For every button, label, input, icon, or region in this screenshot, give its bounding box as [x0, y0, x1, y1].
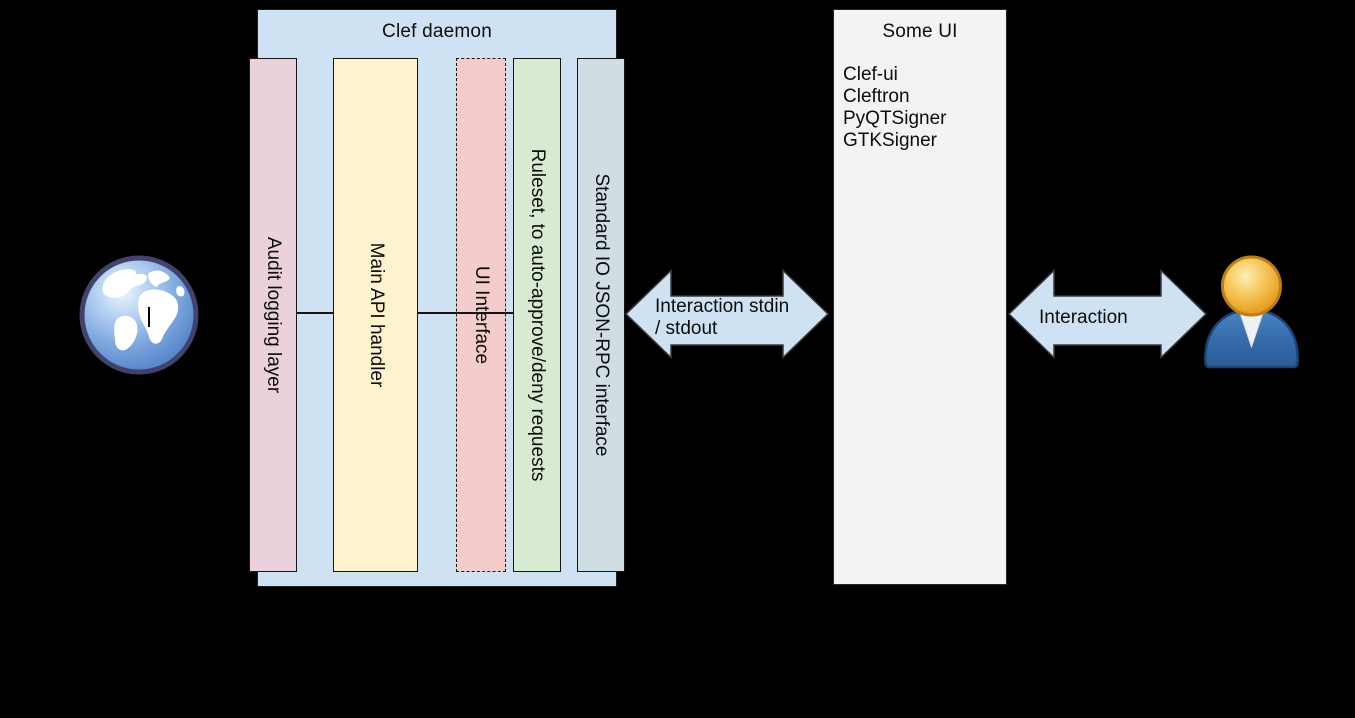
user-arrow-label: Interaction [1039, 307, 1128, 328]
user-icon [1204, 255, 1299, 369]
some-ui-item: GTKSigner [843, 130, 937, 151]
some-ui-box: Some UI Clef-ui Cleftron PyQTSigner GTKS… [833, 9, 1007, 585]
cursor-caret-mark [148, 307, 150, 327]
layer-ruleset: Ruleset, to auto-approve/deny requests [513, 58, 561, 572]
connector-line [417, 312, 513, 314]
some-ui-item: Cleftron [843, 86, 910, 107]
layer-stdio-jsonrpc: Standard IO JSON-RPC interface [577, 58, 625, 572]
user-interaction-arrow [1008, 269, 1207, 359]
layer-label: Ruleset, to auto-approve/deny requests [527, 148, 548, 482]
stdio-arrow-label-line1: Interaction stdin [655, 296, 790, 317]
layer-audit-logging: Audit logging layer [249, 58, 297, 572]
stdio-interaction-arrow [625, 269, 829, 359]
some-ui-title: Some UI [882, 21, 958, 42]
stdio-arrow-label-line2: / stdout [655, 317, 718, 339]
some-ui-list: Clef-ui Cleftron PyQTSigner GTKSigner [843, 64, 946, 152]
stdio-arrow-label: Interaction stdin / stdout [655, 296, 789, 339]
some-ui-item: PyQTSigner [843, 108, 947, 129]
layer-main-api-handler: Main API handler [333, 58, 418, 572]
connector-line [297, 312, 333, 314]
globe-icon [79, 255, 199, 375]
clef-daemon-container: Clef daemon [257, 9, 617, 587]
layer-label: Standard IO JSON-RPC interface [591, 173, 612, 457]
some-ui-item: Clef-ui [843, 64, 898, 85]
layer-label: Audit logging layer [263, 236, 284, 394]
clef-daemon-title: Clef daemon [382, 21, 492, 42]
layer-label: UI Interface [471, 265, 492, 365]
layer-ui-interface: UI Interface [456, 58, 506, 572]
layer-label: Main API handler [365, 242, 387, 388]
